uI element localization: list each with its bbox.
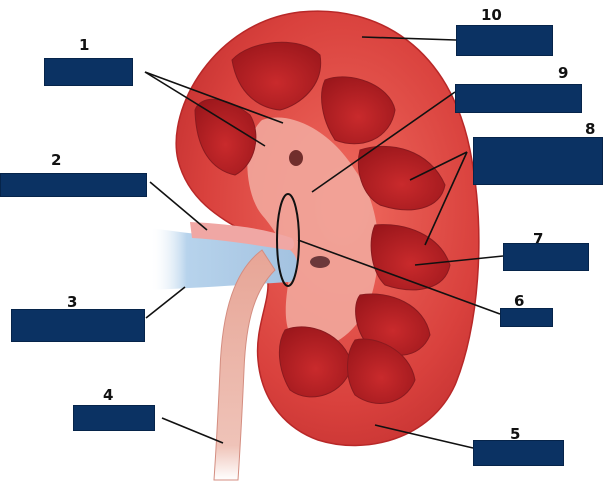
renal-sinus xyxy=(247,117,379,348)
answer-box-4[interactable] xyxy=(73,405,155,431)
answer-box-1[interactable] xyxy=(44,58,133,86)
label-number-8: 8 xyxy=(585,120,596,138)
label-number-3: 3 xyxy=(67,293,78,311)
leader-lines xyxy=(144,36,504,449)
label-number-2: 2 xyxy=(51,151,62,169)
label-number-10: 10 xyxy=(481,6,502,24)
renal-artery xyxy=(190,222,295,250)
label-number-9: 9 xyxy=(558,64,569,82)
ureter xyxy=(213,249,276,481)
answer-box-9[interactable] xyxy=(455,84,582,113)
answer-box-10[interactable] xyxy=(456,25,553,56)
answer-box-2[interactable] xyxy=(0,173,147,197)
label-number-1: 1 xyxy=(79,36,90,54)
calyx-spot xyxy=(310,256,330,268)
calyx-spot xyxy=(289,150,303,166)
answer-box-7[interactable] xyxy=(503,243,589,271)
answer-box-5[interactable] xyxy=(473,440,564,466)
label-number-4: 4 xyxy=(103,386,114,404)
label-number-5: 5 xyxy=(510,425,521,443)
label-number-7: 7 xyxy=(533,230,544,248)
renal-pyramids xyxy=(194,41,451,404)
label-number-6: 6 xyxy=(514,292,525,310)
answer-box-3[interactable] xyxy=(11,309,145,342)
answer-box-6[interactable] xyxy=(500,308,553,327)
answer-box-8[interactable] xyxy=(473,137,603,185)
